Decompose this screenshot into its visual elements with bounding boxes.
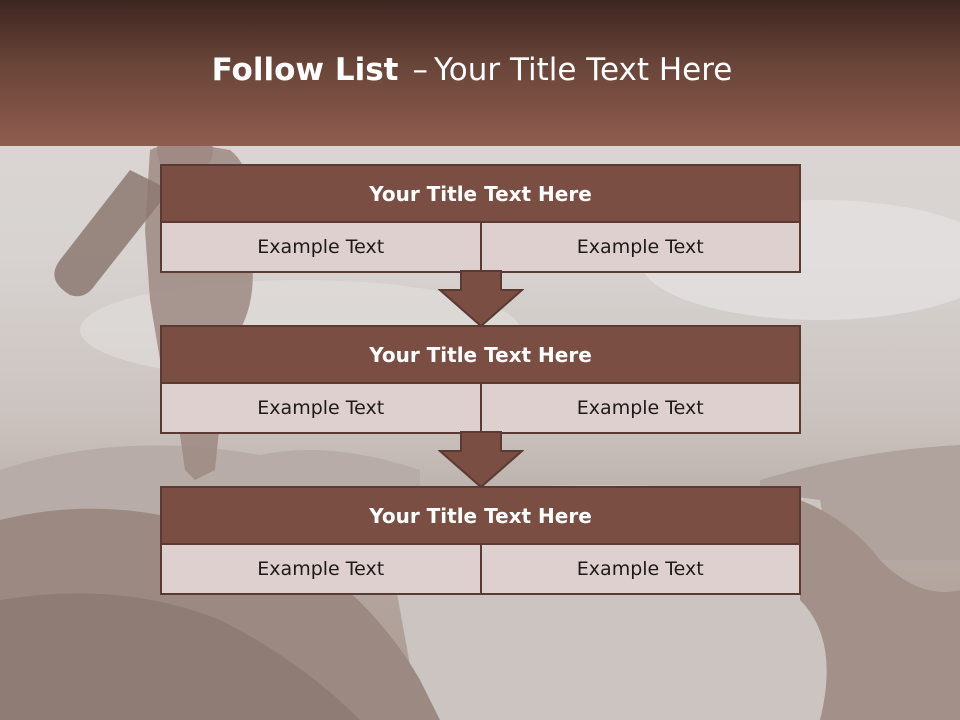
down-arrow-icon — [438, 431, 524, 489]
step-title[interactable]: Your Title Text Here — [162, 166, 799, 223]
step-cell-right[interactable]: Example Text — [479, 223, 799, 271]
page-title: Follow List–Your Title Text Here — [0, 52, 944, 88]
header-band: Follow List–Your Title Text Here — [0, 0, 960, 146]
step-box-3: Your Title Text Here Example Text Exampl… — [160, 486, 801, 595]
step-cell-right[interactable]: Example Text — [479, 384, 799, 432]
down-arrow-icon — [438, 270, 524, 328]
step-cell-right[interactable]: Example Text — [479, 545, 799, 593]
step-row: Example Text Example Text — [162, 223, 799, 271]
step-row: Example Text Example Text — [162, 545, 799, 593]
title-subtext: Your Title Text Here — [433, 52, 733, 88]
step-title[interactable]: Your Title Text Here — [162, 327, 799, 384]
step-cell-left[interactable]: Example Text — [162, 384, 480, 432]
title-separator: – — [412, 52, 428, 88]
step-box-2: Your Title Text Here Example Text Exampl… — [160, 325, 801, 434]
title-bold: Follow List — [211, 52, 399, 88]
step-title[interactable]: Your Title Text Here — [162, 488, 799, 545]
step-cell-left[interactable]: Example Text — [162, 545, 480, 593]
step-row: Example Text Example Text — [162, 384, 799, 432]
step-box-1: Your Title Text Here Example Text Exampl… — [160, 164, 801, 273]
step-cell-left[interactable]: Example Text — [162, 223, 480, 271]
